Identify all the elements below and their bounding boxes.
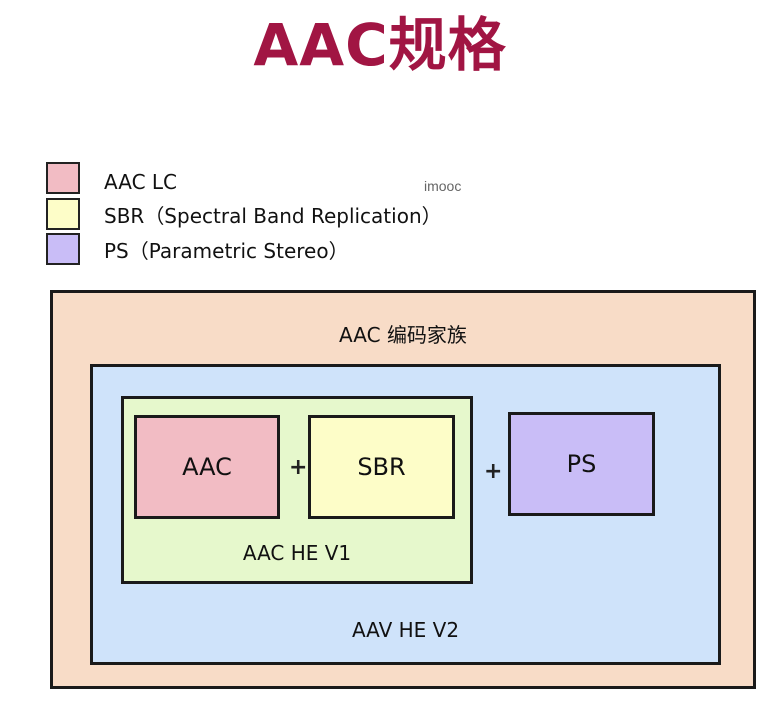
ps-block-label: PS bbox=[566, 450, 597, 478]
plus-sign-1: + bbox=[289, 455, 308, 480]
aac-block: AAC bbox=[134, 415, 280, 519]
legend-swatch-sbr bbox=[46, 198, 80, 230]
watermark: imooc bbox=[424, 178, 462, 194]
legend-swatch-aac-lc bbox=[46, 162, 80, 194]
aac-family-label: AAC 编码家族 bbox=[339, 323, 467, 347]
aac-he-v2-label: AAV HE V2 bbox=[351, 618, 460, 642]
page-title: AAC规格 bbox=[253, 11, 507, 79]
legend-label-aac-lc: AAC LC bbox=[104, 170, 177, 194]
aac-family-box: AAC 编码家族 AAV HE V2 AAC HE V1 AAC + SBR +… bbox=[50, 290, 756, 689]
aac-he-v1-label: AAC HE V1 bbox=[242, 541, 352, 565]
legend-swatch-ps bbox=[46, 233, 80, 265]
aac-he-v2-box: AAV HE V2 AAC HE V1 AAC + SBR + PS bbox=[90, 364, 721, 665]
sbr-block-label: SBR bbox=[357, 453, 406, 481]
aac-he-v1-box: AAC HE V1 AAC + SBR bbox=[121, 396, 473, 584]
legend-label-ps: PS（Parametric Stereo） bbox=[104, 239, 349, 263]
aac-block-label: AAC bbox=[182, 453, 232, 481]
sbr-block: SBR bbox=[308, 415, 455, 519]
ps-block: PS bbox=[508, 412, 655, 516]
plus-sign-2: + bbox=[484, 459, 503, 484]
legend-label-sbr: SBR（Spectral Band Replication） bbox=[104, 204, 442, 228]
